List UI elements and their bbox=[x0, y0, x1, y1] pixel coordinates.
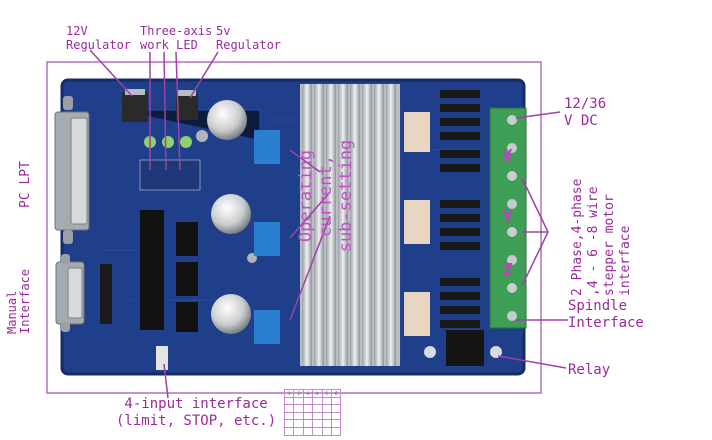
mini-table-cell bbox=[283, 411, 295, 421]
mini-table-cell: 5 bbox=[321, 389, 332, 398]
mini-table-cell bbox=[302, 411, 314, 421]
resistor-array bbox=[404, 112, 430, 336]
label-manual-interface: Manual Interface bbox=[5, 268, 32, 334]
mini-table-cell bbox=[302, 419, 314, 428]
label-stepper-motor-interface: 2 Phase,4-phase ,4 - 6 -8 wire stepper m… bbox=[570, 178, 633, 296]
mini-table-cell: 2 bbox=[293, 389, 304, 398]
mini-table-cell bbox=[321, 404, 332, 413]
label-axis-z: Z bbox=[502, 260, 513, 281]
mini-table-cell bbox=[283, 419, 295, 428]
mini-table-cell bbox=[330, 411, 342, 421]
label-power-input: 12/36 V DC bbox=[564, 96, 607, 129]
mini-table-row bbox=[283, 419, 342, 428]
mini-table-cell bbox=[293, 404, 304, 413]
diode-array bbox=[440, 90, 480, 328]
label-axis-x: X bbox=[502, 146, 513, 167]
mini-table-cell bbox=[330, 396, 342, 406]
capacitor bbox=[207, 100, 247, 140]
mini-table-cell bbox=[293, 426, 304, 436]
mini-table-cell bbox=[321, 426, 332, 436]
mini-table-cell bbox=[283, 404, 295, 413]
header-pins bbox=[100, 264, 112, 324]
heatsink bbox=[300, 84, 400, 366]
ic-chips bbox=[140, 210, 198, 332]
relay-component bbox=[446, 330, 484, 366]
capacitor bbox=[211, 294, 251, 334]
label-relay: Relay bbox=[568, 362, 611, 378]
label-three-axis-led: Three-axis work LED bbox=[140, 24, 213, 52]
terminal-block bbox=[489, 107, 527, 329]
mini-table-cell: 1 bbox=[283, 389, 295, 398]
leader-lines bbox=[89, 49, 568, 399]
db9-connector bbox=[55, 254, 85, 332]
mini-table-cell bbox=[302, 404, 314, 413]
relay-screw bbox=[490, 346, 502, 358]
regulator-12v-chip bbox=[122, 92, 148, 122]
mini-table-cell bbox=[330, 404, 342, 413]
label-12v-regulator: 12V Regulator bbox=[66, 24, 132, 52]
mini-table-cell bbox=[283, 396, 295, 406]
mini-table-cell bbox=[293, 396, 304, 406]
label-spindle-interface: Spindle Interface bbox=[568, 298, 644, 331]
mini-table-row bbox=[283, 396, 342, 406]
mini-table-cell: 4 bbox=[312, 389, 323, 398]
mini-table-cell bbox=[321, 411, 332, 421]
mini-table-cell bbox=[312, 411, 323, 421]
input-connector bbox=[156, 346, 168, 370]
mini-table-row bbox=[283, 411, 342, 421]
label-5v-regulator: 5v Regulator bbox=[216, 24, 282, 52]
mini-table-cell: 6 bbox=[330, 389, 342, 398]
db25-connector bbox=[54, 96, 90, 244]
mini-table-cell bbox=[312, 396, 323, 406]
dip-switches bbox=[254, 130, 280, 344]
label-axis-y: Y bbox=[502, 206, 513, 227]
mini-table-cell: 3 bbox=[302, 389, 314, 398]
mini-table-cell bbox=[302, 426, 314, 436]
regulator-5v-chip bbox=[176, 94, 198, 120]
mini-table-cell bbox=[293, 411, 304, 421]
capacitor bbox=[211, 194, 251, 234]
mini-table-cell bbox=[312, 404, 323, 413]
mini-table-cell bbox=[330, 419, 342, 428]
mini-table-cell bbox=[312, 426, 323, 436]
mini-table-cell bbox=[283, 426, 295, 436]
label-pc-lpt: PC LPT bbox=[18, 161, 33, 208]
mini-table-row bbox=[283, 404, 342, 413]
mini-table-row bbox=[283, 426, 342, 436]
mini-table-cell bbox=[330, 426, 342, 436]
label-operating-current: Operating current, sub-setting bbox=[296, 139, 356, 253]
mini-table-cell bbox=[302, 396, 314, 406]
label-input-interface: 4-input interface (limit, STOP, etc.) bbox=[116, 396, 277, 429]
mini-table-cell bbox=[293, 419, 304, 428]
mini-table-cell bbox=[312, 419, 323, 428]
mini-table-cell bbox=[321, 396, 332, 406]
led-row bbox=[139, 136, 201, 191]
mini-table-cell bbox=[321, 419, 332, 428]
